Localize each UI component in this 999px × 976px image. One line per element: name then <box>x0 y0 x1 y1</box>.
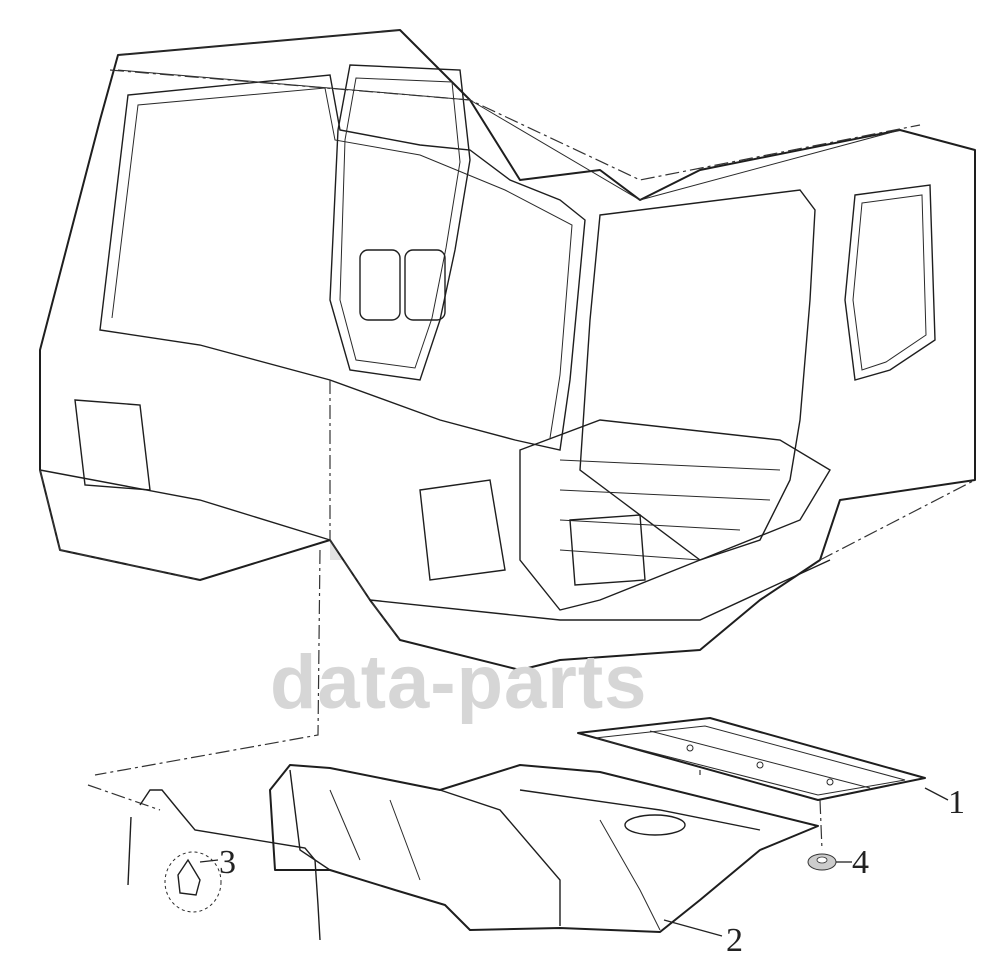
cab-body-shell <box>39 29 976 671</box>
callout-3: 3 <box>219 844 236 881</box>
part-2-floor-pan <box>269 764 819 933</box>
part-1-floor-plate <box>577 717 926 801</box>
leader-lines <box>199 787 949 937</box>
watermark-text: data-parts <box>270 640 647 725</box>
callout-2: 2 <box>726 922 743 959</box>
callout-1: 1 <box>948 784 965 821</box>
callout-4: 4 <box>852 844 869 881</box>
part-4-washer <box>807 853 837 871</box>
part-3-seal-strip <box>127 789 321 941</box>
